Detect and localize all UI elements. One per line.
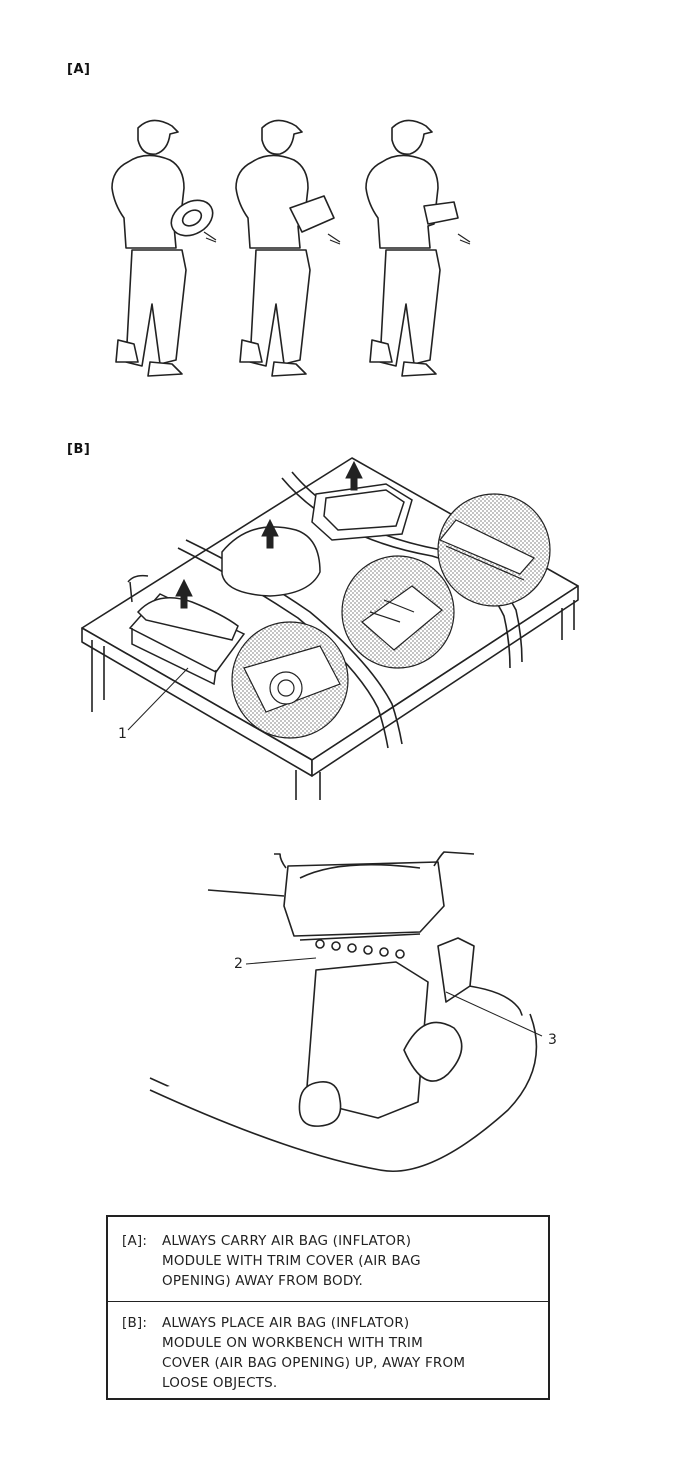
legend-row-b: [B]: ALWAYS PLACE AIR BAG (INFLATOR) MOD… [108, 1313, 548, 1393]
trim-cover-piece [221, 483, 413, 597]
callout-3: 3 [548, 1032, 557, 1048]
up-arrow-icon [175, 460, 363, 609]
detail-inset-3 [437, 493, 551, 607]
airbag-module-on-bench [127, 574, 246, 686]
section-a-label: [A] [67, 62, 91, 77]
detail-inset-1 [231, 621, 349, 739]
technician-figure-3 [365, 119, 471, 377]
callout-1: 1 [118, 726, 127, 742]
legend-text: ALWAYS PLACE AIR BAG (INFLATOR) MODULE O… [162, 1315, 466, 1391]
legend-key: [A]: [122, 1233, 148, 1249]
legend-key: [B]: [122, 1315, 148, 1331]
legend-divider [108, 1301, 548, 1302]
technician-figure-2 [235, 119, 341, 377]
callout-leaders [127, 667, 543, 1037]
technician-figure-1 [111, 119, 217, 377]
legend-box: [A]: ALWAYS CARRY AIR BAG (INFLATOR) MOD… [106, 1215, 550, 1400]
legend-row-a: [A]: ALWAYS CARRY AIR BAG (INFLATOR) MOD… [108, 1231, 548, 1291]
callout-2: 2 [234, 956, 243, 972]
detail-inset-2 [341, 555, 455, 669]
section-b-label: [B] [67, 442, 91, 457]
module-mount-detail [149, 851, 538, 1172]
legend-text: ALWAYS CARRY AIR BAG (INFLATOR) MODULE W… [162, 1233, 421, 1289]
